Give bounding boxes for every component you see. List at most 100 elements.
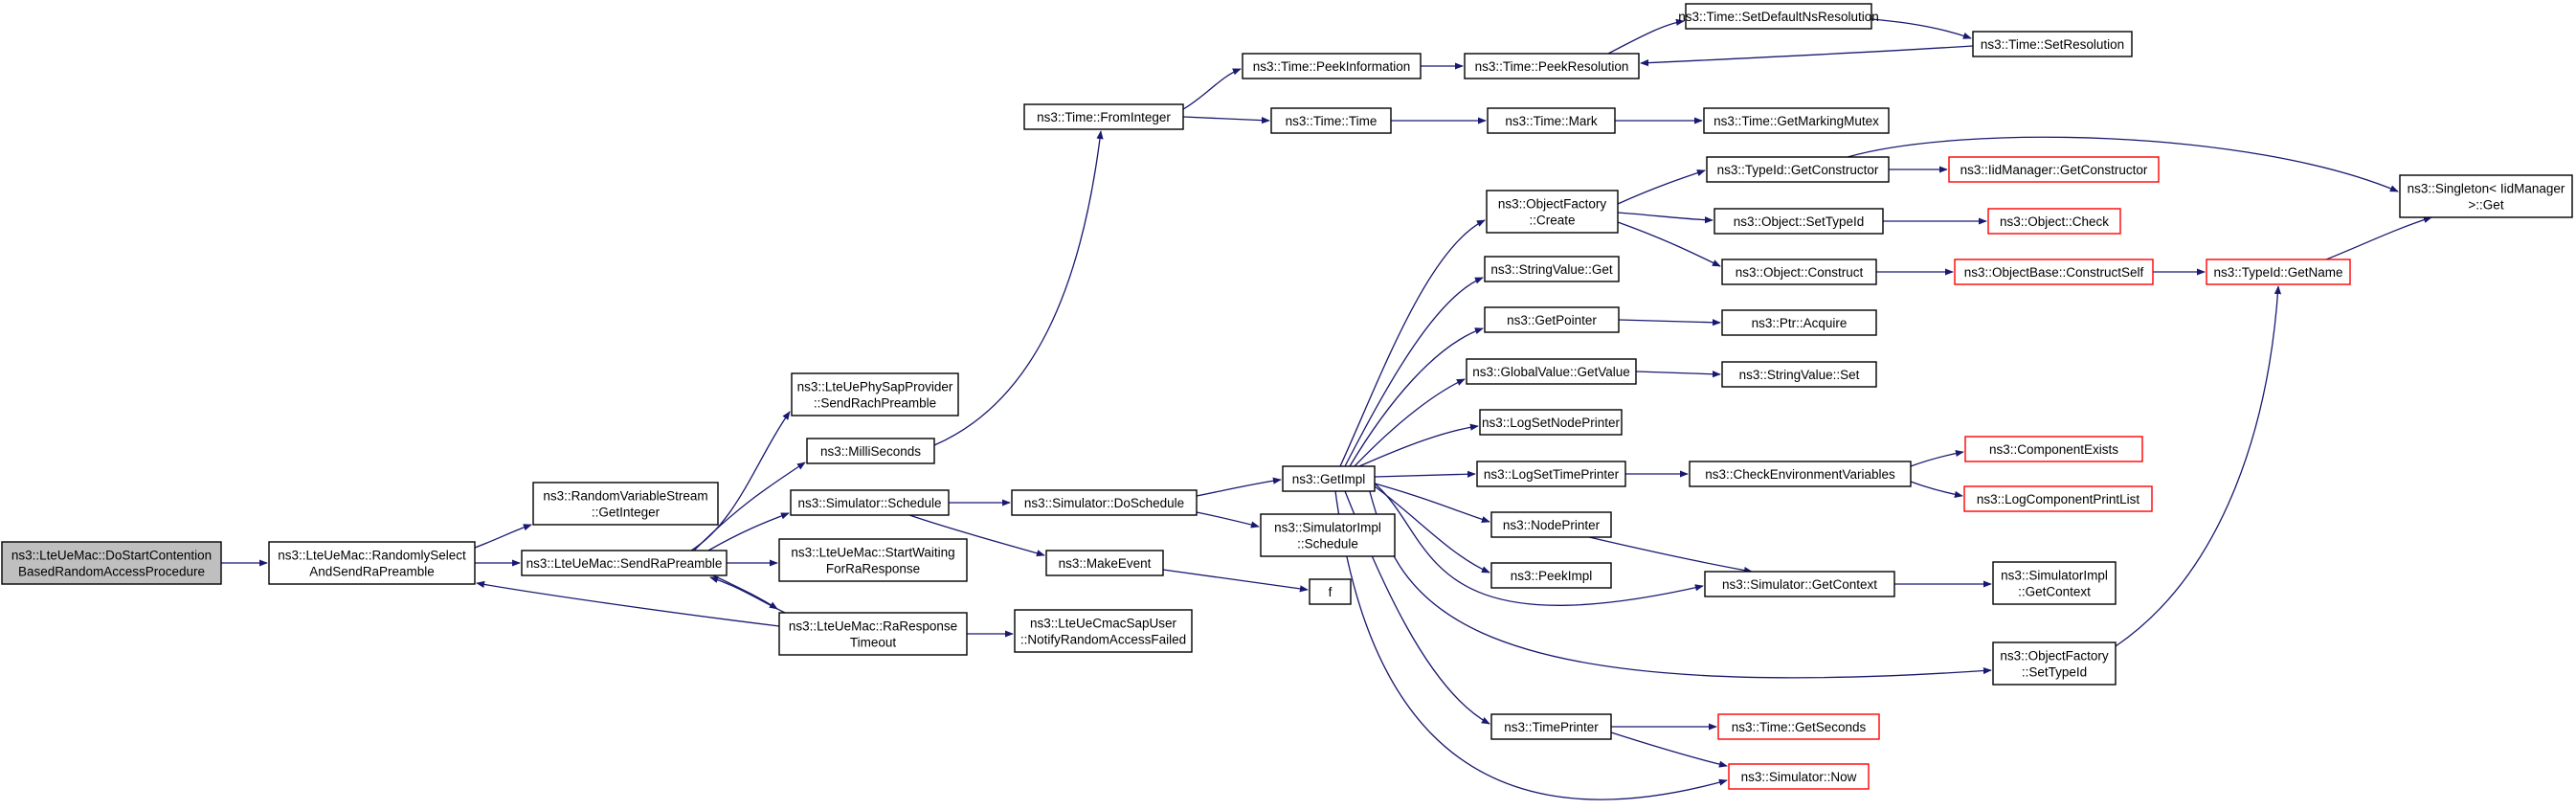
edge-peekRes-to-setDefNs [1607, 18, 1685, 55]
node-phySap[interactable]: ns3::LteUePhySapProvider::SendRachPreamb… [791, 372, 959, 416]
node-box [1685, 3, 1872, 30]
edge-getImpl-to-nodePrinter [1374, 483, 1490, 523]
node-box [1992, 561, 2117, 605]
edge-setRes-to-peekRes [1640, 45, 1974, 67]
node-box [778, 538, 968, 582]
node-box [1282, 465, 1376, 492]
edge-setDefNs-to-setRes [1870, 18, 1972, 39]
node-setDefNs[interactable]: ns3::Time::SetDefaultNsResolution [1678, 3, 1879, 30]
node-compExists[interactable]: ns3::ComponentExists [1964, 436, 2143, 462]
node-label: ns3::LteUeMac::SendRaPreamble [526, 556, 723, 571]
node-label: ns3::Time::PeekResolution [1475, 59, 1629, 74]
node-box [1721, 361, 1877, 388]
node-getPointer[interactable]: ns3::GetPointer [1484, 306, 1620, 333]
edge-getImpl-to-gvGetValue [1354, 378, 1466, 467]
node-timeTime[interactable]: ns3::Time::Time [1270, 107, 1392, 134]
node-box [791, 372, 959, 416]
node-label: ns3::NodePrinter [1503, 518, 1601, 532]
node-notifyFail[interactable]: ns3::LteUeCmacSapUser::NotifyRandomAcces… [1014, 609, 1193, 653]
node-objSetTypeId[interactable]: ns3::Object::SetTypeId [1714, 208, 1884, 235]
node-timePrinter[interactable]: ns3::TimePrinter [1490, 713, 1612, 740]
node-rvsGetInt[interactable]: ns3::RandomVariableStream::GetInteger [532, 482, 719, 526]
edge-objFactCreate-to-objSetTypeId [1617, 212, 1714, 224]
node-typeIdGetName[interactable]: ns3::TypeId::GetName [2206, 259, 2351, 285]
edge-randSel-to-rvsGetInt [474, 524, 532, 549]
node-checkEnv[interactable]: ns3::CheckEnvironmentVariables [1689, 461, 1912, 487]
node-label: ns3::LogSetTimePrinter [1484, 467, 1620, 482]
node-box [1045, 550, 1164, 576]
node-root[interactable]: ns3::LteUeMac::DoStartContentionBasedRan… [1, 541, 222, 585]
node-setRes[interactable]: ns3::Time::SetResolution [1972, 31, 2133, 57]
node-label: ns3::Object::Construct [1736, 265, 1864, 280]
node-simImplGetCtx[interactable]: ns3::SimulatorImpl::GetContext [1992, 561, 2117, 605]
node-strValSet[interactable]: ns3::StringValue::Set [1721, 361, 1877, 388]
node-milli[interactable]: ns3::MilliSeconds [806, 438, 935, 464]
edge-getImpl-to-objFactSetType [1368, 487, 1992, 679]
edge-getImpl-to-simNow [1334, 490, 1728, 800]
node-box [1490, 562, 1612, 589]
node-label: ns3::Simulator::DoSchedule [1024, 496, 1184, 510]
node-simImplSched[interactable]: ns3::SimulatorImpl::Schedule [1260, 513, 1396, 557]
node-box [1486, 190, 1619, 234]
node-simSched[interactable]: ns3::Simulator::Schedule [790, 489, 950, 516]
node-label: ns3::StringValue::Get [1490, 262, 1613, 277]
node-ptrAcquire[interactable]: ns3::Ptr::Acquire [1721, 309, 1877, 336]
node-strValGet[interactable]: ns3::StringValue::Get [1484, 256, 1620, 282]
edge-getImpl-to-strValGet [1344, 277, 1484, 467]
edge-getImpl-to-logTimePrinter [1374, 470, 1476, 478]
node-singletonGet[interactable]: ns3::Singleton< IidManager >::Get [2399, 174, 2573, 218]
node-box [1703, 107, 1890, 134]
node-label: ns3::Object::SetTypeId [1734, 214, 1865, 229]
node-peekInfo[interactable]: ns3::Time::PeekInformation [1242, 53, 1422, 79]
node-objConstruct[interactable]: ns3::Object::Construct [1721, 259, 1877, 285]
node-peekRes[interactable]: ns3::Time::PeekResolution [1464, 53, 1640, 79]
node-getImpl[interactable]: ns3::GetImpl [1282, 465, 1376, 492]
node-typeIdGetCons[interactable]: ns3::TypeId::GetConstructor [1706, 156, 1890, 183]
edge-checkEnv-to-compExists [1910, 449, 1964, 467]
node-label: ns3::PeekImpl [1511, 569, 1593, 583]
node-objCheck[interactable]: ns3::Object::Check [1987, 208, 2121, 235]
node-label: ns3::GlobalValue::GetValue [1472, 365, 1630, 379]
node-iidMgrGetCons[interactable]: ns3::IidManager::GetConstructor [1948, 156, 2160, 183]
node-nodePrinter[interactable]: ns3::NodePrinter [1490, 511, 1612, 538]
node-gvGetValue[interactable]: ns3::GlobalValue::GetValue [1466, 358, 1637, 385]
node-label: ns3::Time::PeekInformation [1253, 59, 1411, 74]
node-label: ns3::RandomVariableStream [543, 489, 707, 504]
node-label: ns3::TypeId::GetName [2213, 265, 2342, 280]
node-doSched[interactable]: ns3::Simulator::DoSchedule [1011, 489, 1198, 516]
node-simNow[interactable]: ns3::Simulator::Now [1728, 763, 1870, 790]
node-objBaseCons[interactable]: ns3::ObjectBase::ConstructSelf [1954, 259, 2154, 285]
node-timeGetSec[interactable]: ns3::Time::GetSeconds [1717, 713, 1880, 740]
edge-getImpl-to-objFactCreate [1339, 219, 1486, 467]
node-makeEvent[interactable]: ns3::MakeEvent [1045, 550, 1164, 576]
node-getMarkMutex[interactable]: ns3::Time::GetMarkingMutex [1703, 107, 1890, 134]
node-logTimePrinter[interactable]: ns3::LogSetTimePrinter [1476, 461, 1626, 487]
node-objFactSetType[interactable]: ns3::ObjectFactory::SetTypeId [1992, 641, 2117, 686]
node-sendRa[interactable]: ns3::LteUeMac::SendRaPreamble [521, 550, 728, 576]
node-box [1954, 259, 2154, 285]
node-logNodePrinter[interactable]: ns3::LogSetNodePrinter [1479, 409, 1623, 436]
node-logCompPrint[interactable]: ns3::LogComponentPrintList [1963, 485, 2153, 512]
edge-milli-to-fromInt [933, 130, 1104, 446]
node-box [268, 541, 476, 585]
node-objFactCreate[interactable]: ns3::ObjectFactory::Create [1486, 190, 1619, 234]
node-box [1972, 31, 2133, 57]
edge-raTimeout-to-randSel [476, 580, 780, 627]
node-f[interactable]: f [1309, 578, 1352, 605]
node-box [1704, 571, 1895, 597]
edge-getImpl-to-getPointer [1349, 327, 1484, 467]
node-timeMark[interactable]: ns3::Time::Mark [1487, 107, 1616, 134]
node-box [1987, 208, 2121, 235]
node-peekImpl[interactable]: ns3::PeekImpl [1490, 562, 1612, 589]
node-label: ns3::TimePrinter [1504, 720, 1599, 734]
node-simGetCtx[interactable]: ns3::Simulator::GetContext [1704, 571, 1895, 597]
edge-doSched-to-simImplSched [1196, 511, 1260, 529]
node-randSel[interactable]: ns3::LteUeMac::RandomlySelectAndSendRaPr… [268, 541, 476, 585]
node-fromInt[interactable]: ns3::Time::FromInteger [1023, 103, 1184, 130]
node-label: ::SetTypeId [2022, 665, 2087, 680]
node-box [532, 482, 719, 526]
node-label: BasedRandomAccessProcedure [18, 565, 205, 579]
